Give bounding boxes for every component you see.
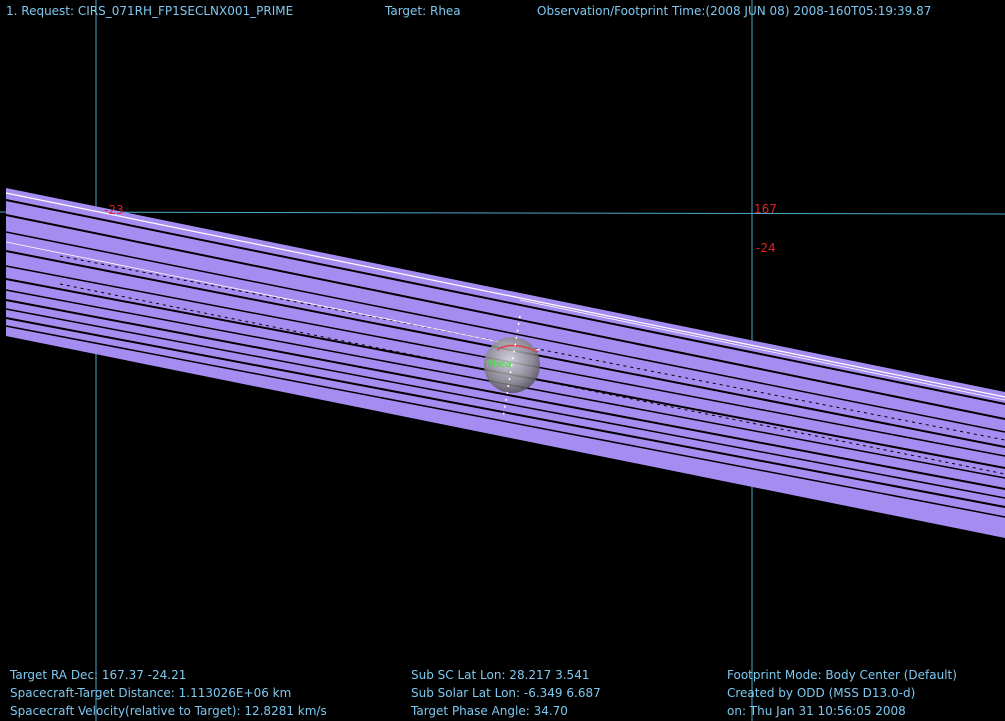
created-on: on: Thu Jan 31 10:56:05 2008 <box>727 704 906 718</box>
grid-label-ra: 167 <box>754 202 777 216</box>
target-ra-dec: Target RA Dec: 167.37 -24.21 <box>10 668 187 682</box>
sub-solar-lat-lon: Sub Solar Lat Lon: -6.349 6.687 <box>411 686 601 700</box>
grid-label-dec-left: -23 <box>104 203 124 217</box>
header-target: Target: Rhea <box>385 4 461 18</box>
target-phase-angle: Target Phase Angle: 34.70 <box>411 704 568 718</box>
grid-line-horizontal <box>0 211 1005 215</box>
rhea-target-body <box>484 315 540 419</box>
target-label-rhea: Rhea <box>486 359 512 370</box>
sub-sc-lat-lon: Sub SC Lat Lon: 28.217 3.541 <box>411 668 590 682</box>
header-observation-time: Observation/Footprint Time:(2008 JUN 08)… <box>537 4 932 18</box>
grid-label-dec-right: -24 <box>756 241 776 255</box>
spacecraft-target-distance: Spacecraft-Target Distance: 1.113026E+06… <box>10 686 292 700</box>
header-request: 1. Request: CIRS_071RH_FP1SECLNX001_PRIM… <box>6 4 294 18</box>
footprint-highlights <box>5 192 1005 401</box>
spacecraft-velocity: Spacecraft Velocity(relative to Target):… <box>10 704 327 718</box>
created-by: Created by ODD (MSS D13.0-d) <box>727 686 916 700</box>
footprint-mode: Footprint Mode: Body Center (Default) <box>727 668 957 682</box>
